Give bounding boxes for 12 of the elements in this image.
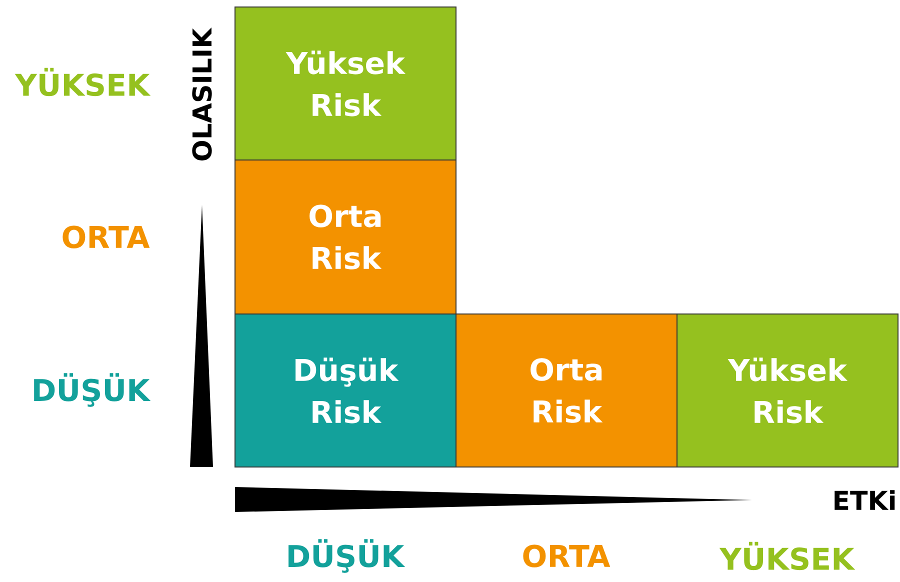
axis-label: YÜKSEK: [14, 68, 151, 96]
risk-cell: Orta Risk: [234, 160, 456, 314]
axis-label: YÜKSEK: [719, 542, 856, 570]
axis-label: ORTA: [523, 544, 610, 568]
risk-cell: Orta Risk: [456, 314, 678, 468]
axis-label: ORTA: [62, 226, 150, 248]
risk-cell: Düşük Risk: [234, 314, 456, 468]
risk-cell: Yüksek Risk: [234, 6, 456, 160]
axis-label: DÜŞÜK: [288, 539, 406, 573]
axis-label: OLASILIK: [192, 27, 212, 160]
risk-cell: Yüksek Risk: [676, 314, 898, 468]
axis-label: DÜŞÜK: [34, 373, 151, 407]
